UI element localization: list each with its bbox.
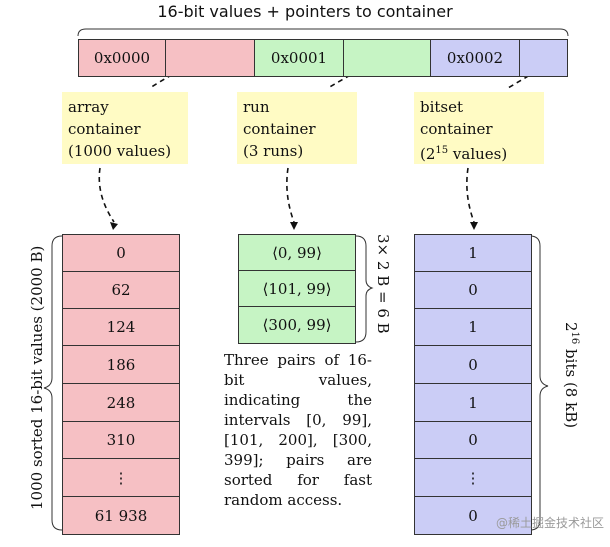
array-value: 62 xyxy=(62,272,180,309)
key-0x0000: 0x0000 xyxy=(78,39,166,77)
bit-value: 0 xyxy=(414,272,532,309)
bit-value: 0 xyxy=(414,422,532,459)
bitset-side-label: 216 bits (8 kB) xyxy=(562,322,580,429)
run-container-label: run container (3 runs) xyxy=(237,92,357,164)
array-ellipsis: ⋮ xyxy=(62,459,180,497)
run-pair: ⟨101, 99⟩ xyxy=(239,271,355,307)
pointer-cell-run xyxy=(343,39,431,77)
key-0x0002: 0x0002 xyxy=(430,39,520,77)
bit-value: 0 xyxy=(414,497,532,535)
array-value: 248 xyxy=(62,384,180,422)
diagram-title: 16-bit values + pointers to container xyxy=(157,2,453,21)
pointer-cell-array xyxy=(165,39,255,77)
bit-ellipsis: ⋮ xyxy=(414,459,532,497)
run-description: Three pairs of 16-bit values, indicating… xyxy=(224,351,372,509)
bitset-container: 1 0 1 0 1 0 ⋮ 0 xyxy=(414,234,532,535)
run-container: ⟨0, 99⟩ ⟨101, 99⟩ ⟨300, 99⟩ xyxy=(238,234,356,344)
bit-value: 1 xyxy=(414,384,532,422)
run-pair: ⟨0, 99⟩ xyxy=(239,235,355,271)
watermark: @稀土掘金技术社区 xyxy=(495,516,604,530)
bit-value: 1 xyxy=(414,309,532,346)
key-0x0001: 0x0001 xyxy=(254,39,344,77)
array-value: 61 938 xyxy=(62,497,180,535)
bit-value: 1 xyxy=(414,234,532,272)
array-value: 310 xyxy=(62,422,180,459)
array-value: 186 xyxy=(62,346,180,384)
run-pair: ⟨300, 99⟩ xyxy=(262,316,332,334)
bit-value: 0 xyxy=(414,346,532,384)
pointer-cell-bitset xyxy=(519,39,568,77)
array-container: 0 62 124 186 248 310 ⋮ 61 938 xyxy=(62,234,180,535)
bitset-container-label: bitset container (215 values) xyxy=(414,92,544,164)
array-side-label: 1000 sorted 16-bit values (2000 B) xyxy=(28,245,46,510)
array-value: 124 xyxy=(62,309,180,346)
array-container-label: array container (1000 values) xyxy=(62,92,188,164)
run-side-label: 3× 2 B = 6 B xyxy=(374,234,392,334)
array-value: 0 xyxy=(62,234,180,272)
